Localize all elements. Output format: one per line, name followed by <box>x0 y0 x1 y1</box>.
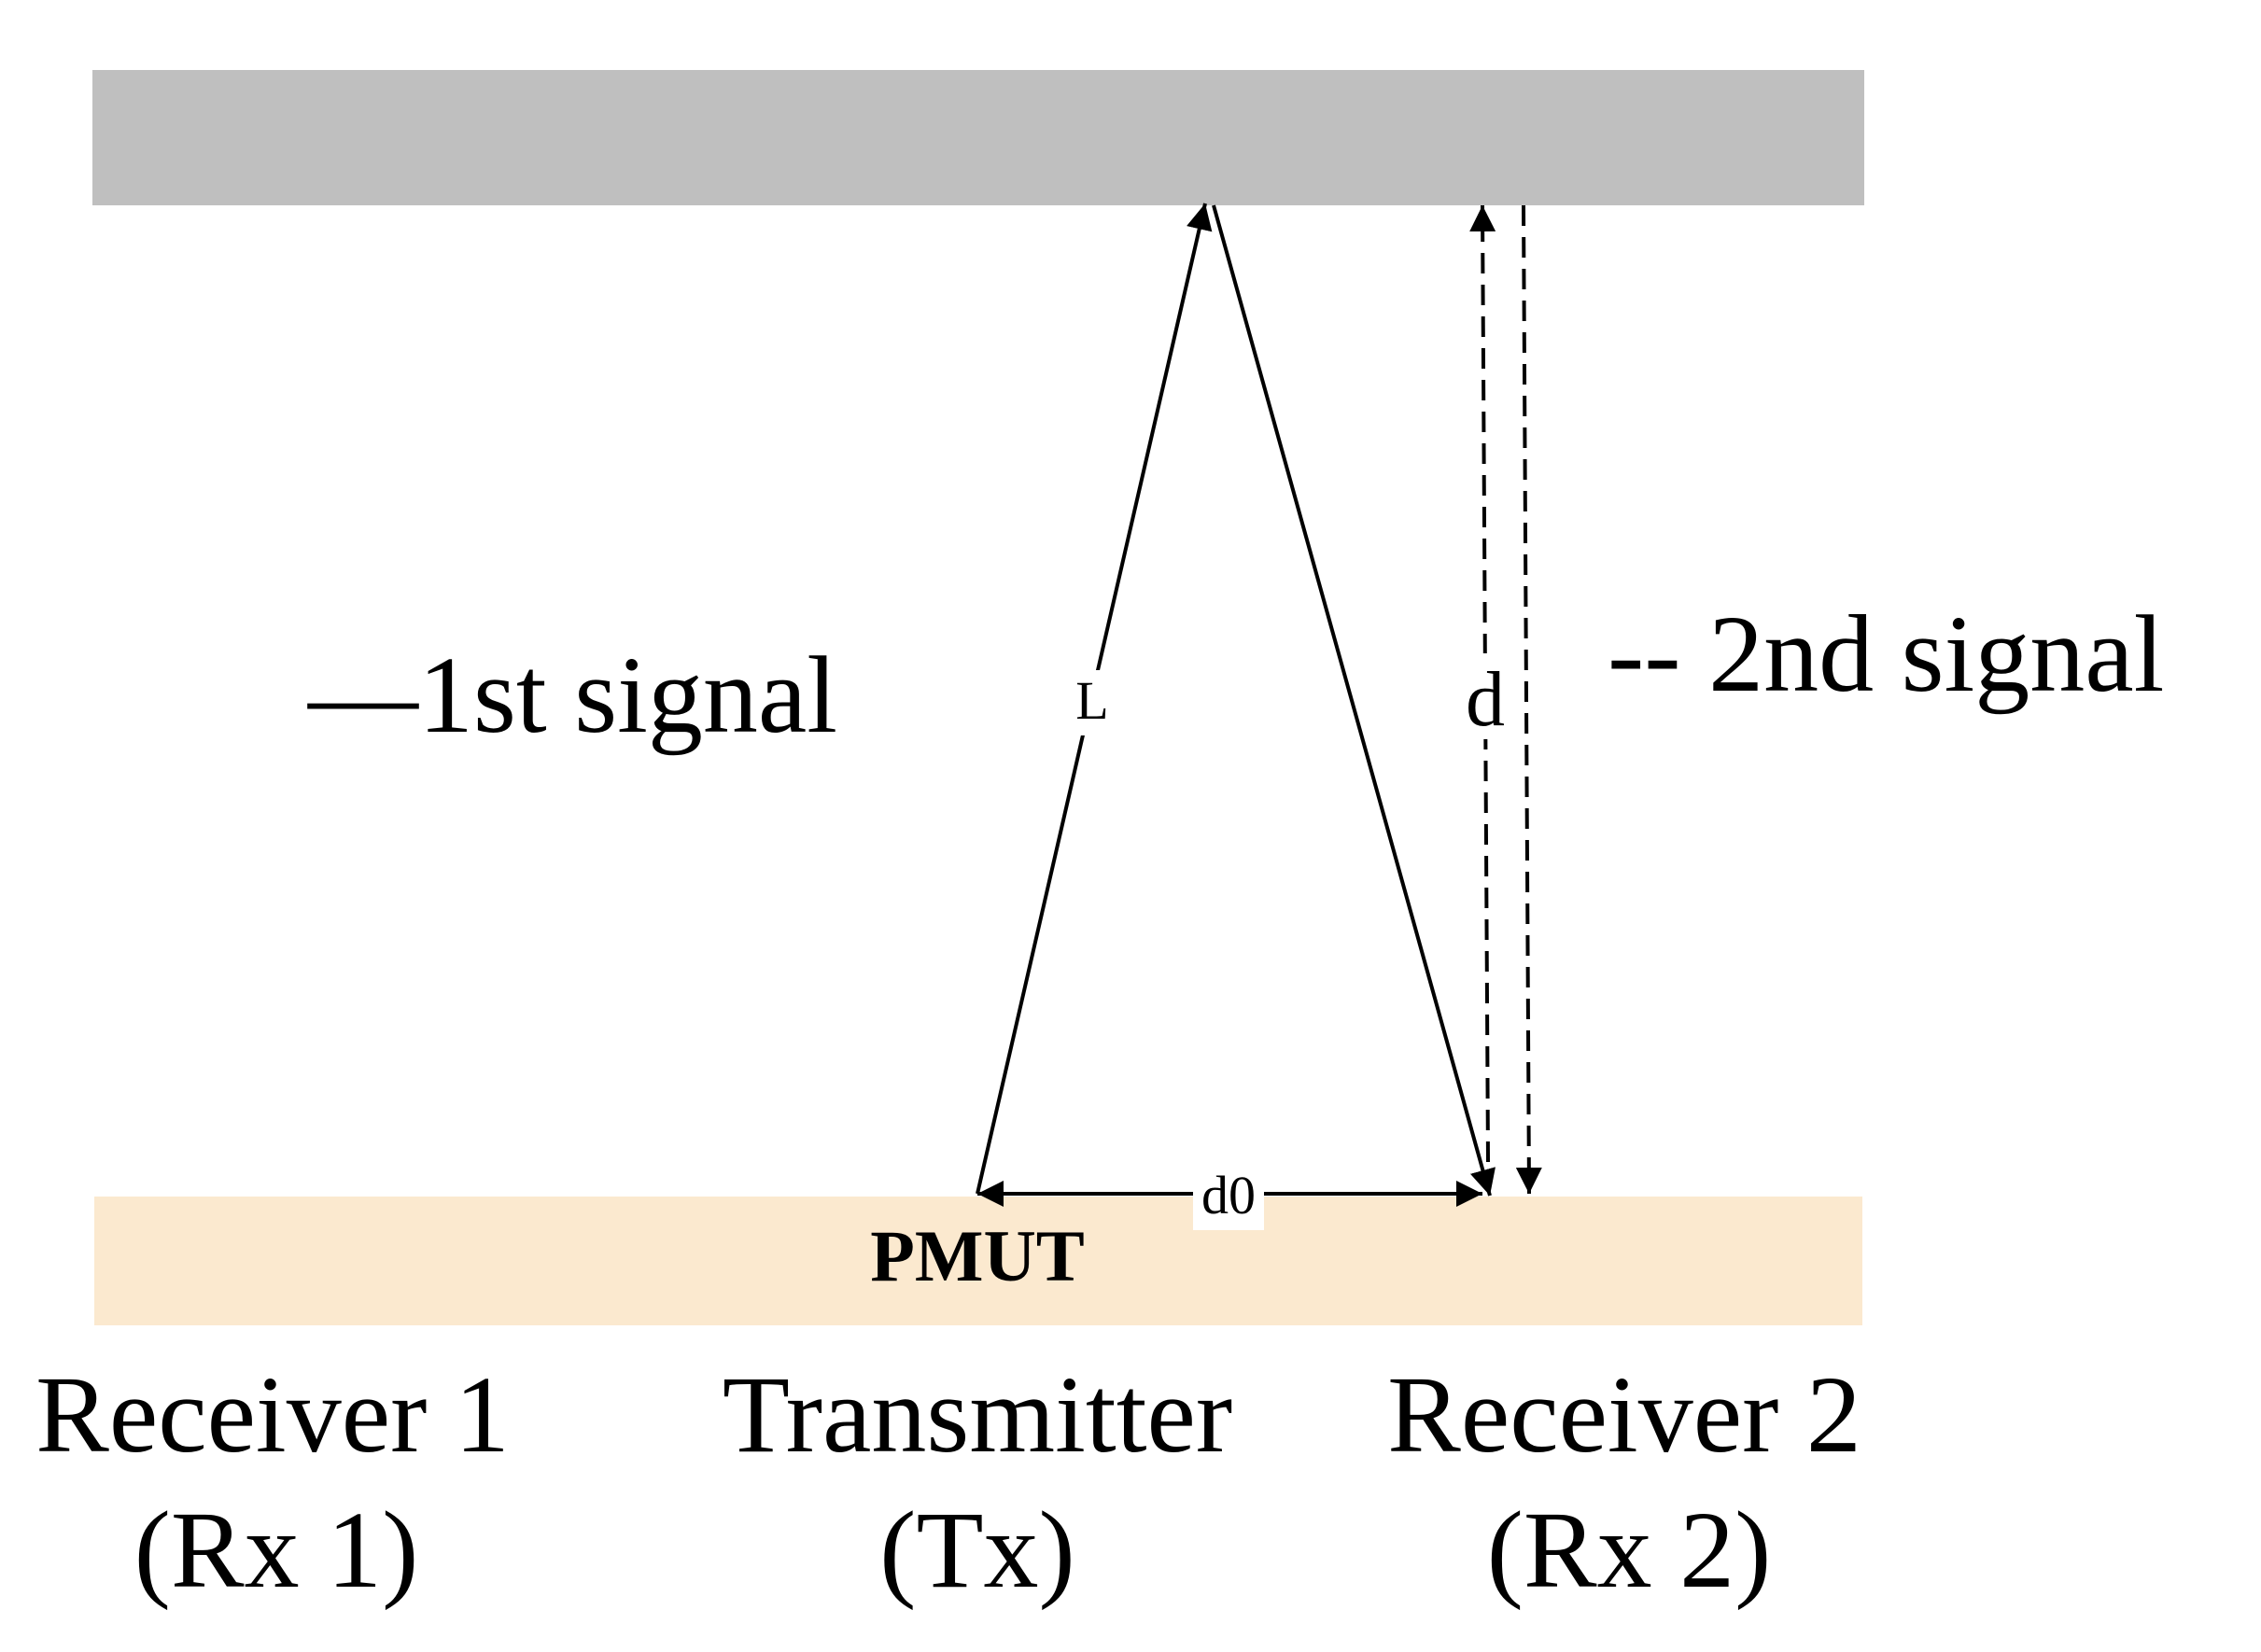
transmitter-abbr: (Tx) <box>879 1489 1075 1611</box>
first-signal-reflected-path <box>1212 204 1496 1197</box>
receiver1-name: Receiver 1 <box>35 1353 510 1476</box>
receiver2-name: Receiver 2 <box>1387 1353 1861 1476</box>
legend-second-signal: -- 2nd signal <box>1608 593 2164 715</box>
receiver2-abbr: (Rx 2) <box>1487 1489 1772 1611</box>
label-d0: d0 <box>1201 1165 1256 1225</box>
transmitter-name: Transmitter <box>723 1353 1232 1476</box>
pmut-label: PMUT <box>870 1215 1085 1296</box>
label-L: L <box>1075 670 1108 731</box>
label-d0-background <box>1193 1167 1264 1230</box>
second-signal-downward-path <box>1515 204 1542 1195</box>
legend-first-signal: —1st signal <box>307 634 837 756</box>
label-d-background <box>1454 653 1520 739</box>
reflector-surface <box>92 70 1864 205</box>
receiver1-abbr: (Rx 1) <box>134 1489 419 1611</box>
label-d: d <box>1466 656 1505 743</box>
label-L-background <box>1069 670 1117 735</box>
pmut-substrate <box>94 1197 1862 1325</box>
